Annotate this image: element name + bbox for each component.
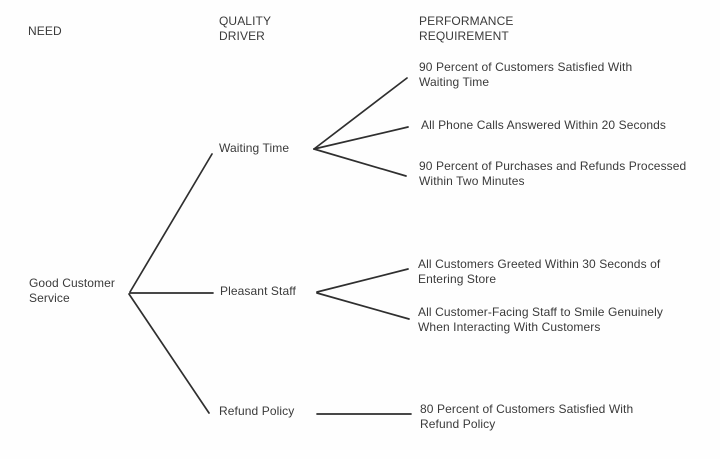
- requirement-customers-greeted: All Customers Greeted Within 30 Seconds …: [418, 257, 661, 286]
- edge-pleasant-staff-to-req-2: [316, 292, 410, 320]
- edge-waiting-time-to-req-2: [313, 126, 409, 150]
- column-header-need: NEED: [28, 24, 62, 38]
- requirement-waiting-time-satisfaction: 90 Percent of Customers Satisfied With W…: [419, 60, 633, 89]
- node-refund-policy: Refund Policy: [219, 404, 295, 418]
- column-header-quality-driver: QUALITY DRIVER: [219, 14, 272, 43]
- node-good-customer-service: Good Customer Service: [29, 276, 116, 305]
- edge-need-to-waiting-time: [129, 153, 213, 293]
- column-header-performance-requirement: PERFORMANCE REQUIREMENT: [419, 14, 514, 43]
- edge-need-to-refund-policy: [128, 293, 210, 414]
- edge-waiting-time-to-req-3: [313, 148, 407, 177]
- node-pleasant-staff: Pleasant Staff: [220, 284, 296, 298]
- edge-waiting-time-to-req-1: [313, 77, 408, 150]
- requirement-staff-smile: All Customer-Facing Staff to Smile Genui…: [418, 305, 663, 334]
- requirement-purchases-refunds-processed: 90 Percent of Purchases and Refunds Proc…: [419, 159, 687, 188]
- requirement-refund-policy-satisfaction: 80 Percent of Customers Satisfied With R…: [420, 402, 634, 431]
- edge-pleasant-staff-to-req-1: [316, 268, 409, 293]
- node-waiting-time: Waiting Time: [219, 141, 290, 155]
- requirement-phone-calls-answered: All Phone Calls Answered Within 20 Secon…: [421, 118, 666, 132]
